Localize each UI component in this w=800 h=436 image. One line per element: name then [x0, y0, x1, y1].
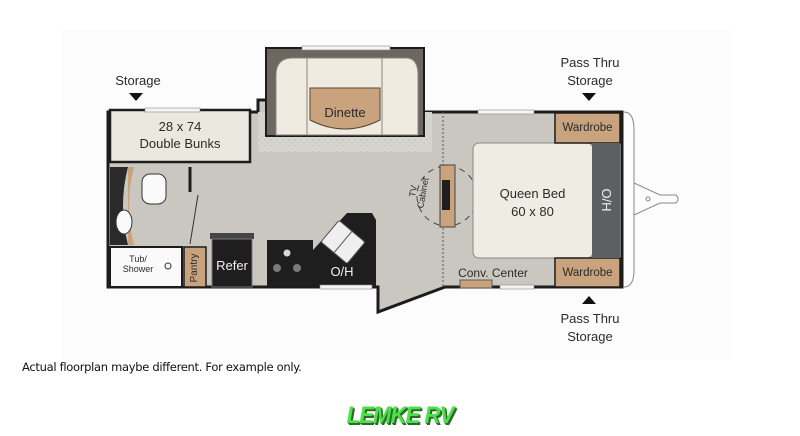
wardrobe-bottom	[554, 257, 621, 288]
pass-thru-bottom-arrow	[582, 296, 596, 304]
dinette-table	[309, 87, 381, 130]
conv-center-label: Conv. Center	[458, 266, 528, 280]
tub-label: Tub/	[129, 254, 147, 264]
brand-logo: LEMKE RV	[346, 402, 455, 429]
shower-label: Shower	[122, 264, 154, 274]
tub-shower	[109, 246, 183, 288]
kitchen-overhead-label: O/H	[330, 264, 354, 279]
wardrobe-bottom-label: Wardrobe	[562, 267, 613, 279]
pass-thru-bottom-line1: Pass Thru	[560, 311, 620, 326]
storage-rear-label: Storage	[115, 73, 161, 88]
hitch	[633, 182, 679, 216]
queen-bed-label: Queen Bed	[499, 186, 566, 201]
dinette-label: Dinette	[324, 105, 366, 120]
bunks-size-label: 28 x 74	[158, 119, 202, 134]
pass-thru-top-arrow	[582, 93, 596, 101]
wardrobe-top	[554, 112, 621, 144]
sink	[115, 209, 133, 235]
storage-arrow	[129, 93, 143, 101]
pass-thru-top-line1: Pass Thru	[560, 55, 620, 70]
pass-thru-top-line2: Storage	[567, 73, 613, 88]
refrigerator	[211, 238, 253, 288]
bunks-name-label: Double Bunks	[139, 136, 221, 151]
pass-thru-bottom-line2: Storage	[567, 329, 613, 344]
pantry	[183, 246, 207, 288]
pantry-label: Pantry	[189, 253, 200, 283]
disclaimer-text: Actual floorplan maybe different. For ex…	[22, 360, 302, 374]
refer-label: Refer	[216, 258, 248, 273]
front-overhead	[592, 143, 620, 258]
stove	[267, 240, 313, 287]
front-cap	[623, 111, 635, 288]
queen-bed-size-label: 60 x 80	[511, 204, 554, 219]
front-overhead-label: O/H	[599, 188, 614, 212]
wardrobe-top-label: Wardrobe	[562, 122, 613, 134]
toilet	[141, 173, 167, 205]
tub-shower-label: Tub/Shower	[110, 254, 166, 274]
